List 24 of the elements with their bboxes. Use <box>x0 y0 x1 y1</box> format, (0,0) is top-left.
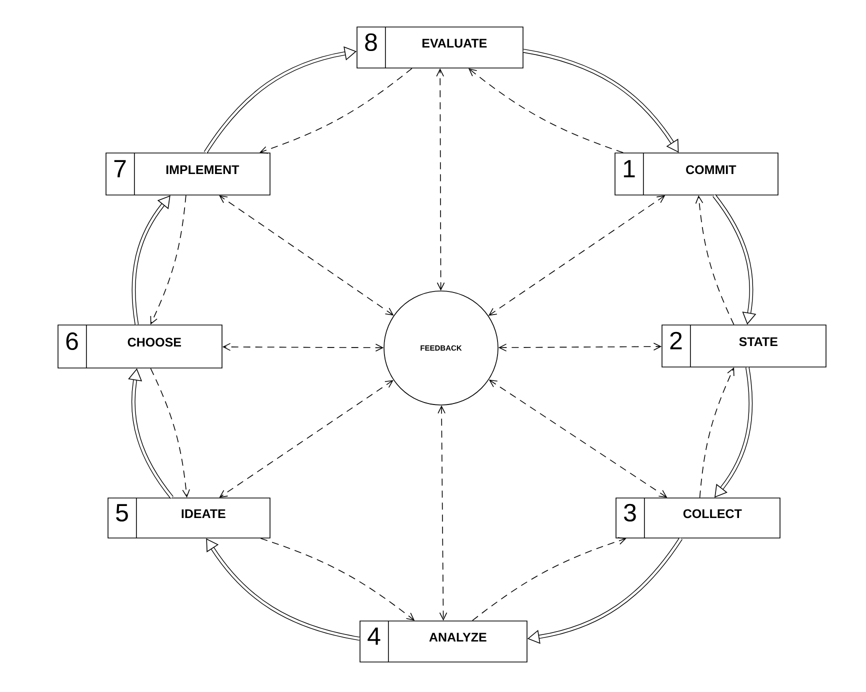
return-arrow <box>695 195 734 325</box>
return-arrow <box>472 537 626 621</box>
step-box: 2 STATE <box>662 324 826 368</box>
feedback-arrow <box>488 380 668 498</box>
return-arrow <box>699 367 734 498</box>
feedback-arrow <box>222 343 384 352</box>
feedback-arrow <box>498 342 662 352</box>
step-box: 1 COMMIT <box>614 152 778 196</box>
step-box: 5 IDEATE <box>108 498 270 538</box>
return-arrow <box>468 68 624 153</box>
feedback-arrow <box>438 405 448 621</box>
step-box: 6 CHOOSE <box>58 324 222 368</box>
return-arrow <box>150 368 190 498</box>
feedback-arrow <box>436 68 445 291</box>
return-arrow <box>259 68 412 154</box>
return-arrow <box>150 195 186 325</box>
step-box: 4 ANALYZE <box>360 620 528 662</box>
step-box: 8 EVALUATE <box>356 26 524 68</box>
step-box: 3 COLLECT <box>616 498 780 538</box>
return-arrow <box>260 538 415 621</box>
feedback-arrow <box>219 380 394 498</box>
feedback-arrow <box>219 195 394 316</box>
feedback-arrow <box>488 195 666 316</box>
step-box: 7 IMPLEMENT <box>106 152 270 196</box>
